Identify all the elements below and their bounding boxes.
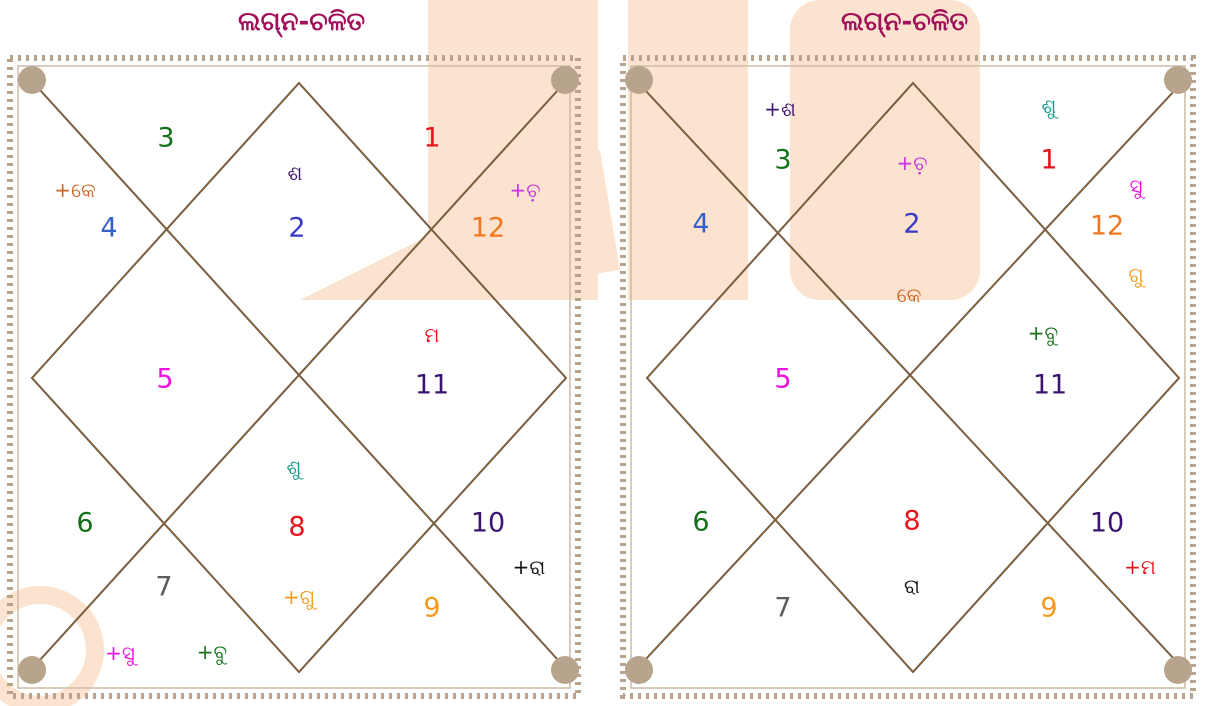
planet-label: +ଚ଼ [897, 153, 928, 173]
house-number: 4 [692, 211, 709, 238]
planet-label: +ଗୁ [283, 587, 315, 607]
planet-label: +ମ [1124, 557, 1156, 577]
house-number: 6 [76, 510, 93, 537]
planet-label: ଗୁ [1128, 265, 1143, 285]
house-number: 2 [288, 215, 305, 242]
house-number: 8 [903, 508, 920, 535]
house-number: 8 [288, 514, 305, 541]
planet-label: +ବୁ [197, 642, 227, 662]
planet-label: ରା [904, 576, 920, 596]
house-number: 11 [415, 372, 449, 399]
planet-label: +ଚ଼ [510, 180, 541, 200]
house-number: 3 [157, 125, 174, 152]
planet-label: +ବୁ [1028, 323, 1058, 343]
house-number: 10 [1090, 510, 1124, 537]
house-number: 1 [1040, 147, 1057, 174]
planet-label: +ସୁ [105, 643, 135, 663]
house-number: 4 [100, 215, 117, 242]
house-number: 6 [692, 509, 709, 536]
house-number: 1 [423, 125, 440, 152]
chart-frame [603, 0, 1206, 706]
house-number: 5 [156, 366, 173, 393]
chart-left: ଲଗ୍ନ-ଚଳିତ 3 4 2 1 12 5 11 6 8 10 7 9 +କେ… [0, 0, 603, 706]
planet-label: ମ [425, 325, 440, 345]
house-number: 11 [1033, 372, 1067, 399]
house-number: 12 [471, 215, 505, 242]
house-number: 7 [774, 595, 791, 622]
planet-label: ସୁ [1129, 176, 1142, 196]
planet-label: ଶୁ [287, 457, 302, 477]
house-number: 3 [774, 147, 791, 174]
planet-label: ଶ [288, 163, 303, 183]
house-number: 2 [903, 211, 920, 238]
house-number: 7 [155, 574, 172, 601]
planet-label: +ଶ [764, 99, 796, 119]
house-number: 12 [1090, 213, 1124, 240]
house-number: 9 [423, 595, 440, 622]
house-number: 9 [1040, 595, 1057, 622]
house-number: 5 [774, 366, 791, 393]
planet-label: କେ [897, 285, 922, 305]
planet-label: ଶୁ [1042, 96, 1057, 116]
house-number: 10 [471, 510, 505, 537]
planet-label: +କେ [54, 180, 96, 200]
chart-right: ଲଗ୍ନ-ଚଳିତ 3 4 2 1 12 5 11 6 8 10 7 9 +ଶ … [603, 0, 1206, 706]
planet-label: +ରା [513, 557, 546, 577]
